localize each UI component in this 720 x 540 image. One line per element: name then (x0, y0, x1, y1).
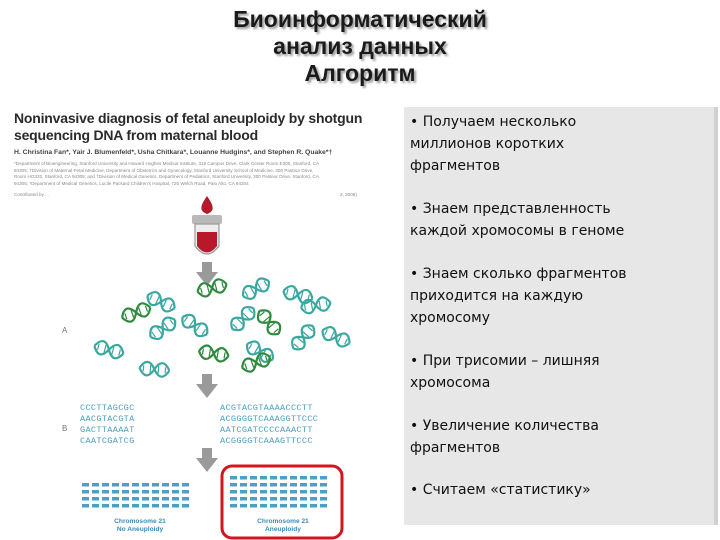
bullet-line: • Знаем представленность (410, 201, 611, 217)
paper-affiliations: *Department of Bioengineering, Stanford … (14, 161, 378, 187)
sequence-read: AACGTACGTA (80, 414, 135, 424)
sequence-reads-right: ACGTACGTAAAACCCTT ACGGGGTCAAAGGTTCCC AAT… (220, 403, 318, 447)
sequence-read: CCCTTAGCGC (80, 403, 135, 413)
bullet-line: хромосому (410, 310, 490, 326)
chromosome-name: Chromosome 21 (114, 518, 166, 525)
bullet-item: • Знаем сколько фрагментов приходится на… (410, 263, 710, 329)
chromosome-status: Aneuploidy (265, 526, 301, 533)
blood-drop-icon (201, 196, 213, 214)
bullet-item: • Знаем представленность каждой хромосом… (410, 198, 710, 242)
figure-panel-label-a: A (62, 326, 68, 335)
paper-contributed-line: Contributed by ... (14, 192, 49, 197)
bullet-line: • Получаем несколько (410, 114, 577, 130)
bullet-line: фрагментов (410, 440, 501, 456)
bullet-line: миллионов коротких (410, 136, 565, 152)
read-count-bars-aneuploidy (230, 476, 327, 508)
blood-tube-icon (192, 215, 222, 255)
paper-title-line: sequencing DNA from maternal blood (14, 127, 258, 143)
bullet-line: • Увеличение количества (410, 418, 599, 434)
sequence-read: ACGGGGTCAAAGGTTCCC (220, 414, 319, 424)
read-count-bars-normal (82, 483, 189, 508)
bullet-line: каждой хромосомы в геноме (410, 223, 625, 239)
paper-authors: H. Christina Fan*, Yair J. Blumenfeld*, … (14, 149, 333, 156)
arrow-down-icon (196, 262, 218, 286)
affiliation-line: 94305; †Division of Maternal-Fetal Medic… (14, 167, 314, 173)
dna-fragment-icons (91, 274, 354, 379)
affiliation-line: 94305; *Department of Medical Genetics, … (14, 180, 249, 186)
sequence-reads-left: CCCTTAGCGC AACGTACGTA GACTTAAAAT CAATCGA… (80, 403, 135, 447)
slide-title-line: Биоинформатический (233, 6, 487, 32)
chromosome-status: No Aneuploidy (116, 526, 164, 533)
bullet-line: • При трисомии – лишняя (410, 353, 600, 369)
chromosome-name: Chromosome 21 (257, 518, 309, 525)
aneuploidy-highlight-box (220, 464, 344, 540)
bullet-line: • Считаем «статистику» (410, 482, 591, 498)
figure-graphic (82, 196, 354, 540)
sequence-read: CAATCGATCG (80, 436, 135, 446)
paper-title: Noninvasive diagnosis of fetal aneuploid… (14, 110, 394, 144)
slide-title-line: анализ данных (273, 33, 447, 59)
bullet-item: • Считаем «статистику» (410, 479, 710, 501)
bullet-line: фрагментов (410, 158, 501, 174)
chromosome-label-normal: Chromosome 21 No Aneuploidy (80, 518, 200, 534)
bullet-line: хромосома (410, 375, 491, 391)
affiliation-line: *Department of Bioengineering, Stanford … (14, 161, 320, 166)
paper-received-date: 2, 2008) (340, 192, 357, 197)
bullet-item: • Увеличение количества фрагментов (410, 415, 710, 459)
bullet-panel (404, 107, 715, 525)
figure-panel-label-b: B (62, 424, 68, 433)
sequence-read: GACTTAAAAT (80, 425, 135, 435)
bullet-item: • Получаем несколько миллионов коротких … (410, 111, 710, 177)
sequence-read: ACGTACGTAAAACCCTT (220, 403, 313, 413)
bullet-panel-shadow (714, 107, 718, 525)
affiliation-line: Room HG332, Stanford, CA 94305; and †Div… (14, 174, 319, 180)
slide-title-line: Алгоритм (304, 60, 416, 86)
arrow-down-icon (196, 374, 218, 398)
bullet-item: • При трисомии – лишняя хромосома (410, 350, 710, 394)
sequence-read: AATCGATCCCCAAACTT (220, 425, 313, 435)
bullet-line: приходится на каждую (410, 288, 584, 304)
bullet-line: • Знаем сколько фрагментов (410, 266, 627, 282)
sequence-read: ACGGGGTCAAAGTTCCC (220, 436, 313, 446)
chromosome-label-aneuploidy: Chromosome 21 Aneuploidy (228, 518, 338, 534)
slide-title: Биоинформатический анализ данных Алгорит… (150, 6, 570, 87)
paper-title-line: Noninvasive diagnosis of fetal aneuploid… (14, 110, 363, 126)
arrow-down-icon (196, 448, 218, 472)
